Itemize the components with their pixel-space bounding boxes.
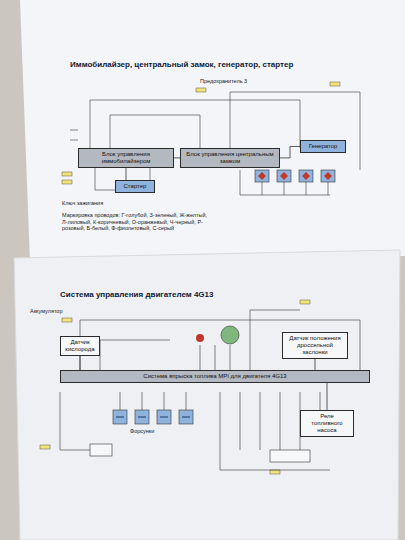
alternator-box: Генератор <box>300 140 346 153</box>
node-text: Реле топливного насоса <box>304 413 350 434</box>
section-title: Система управления двигателем 4G13 <box>60 290 280 300</box>
wire-connector <box>126 168 127 180</box>
battery-label: Аккумулятор <box>30 308 80 315</box>
wire-connector <box>80 356 81 370</box>
upper-sheet <box>20 0 405 262</box>
ecu-bar: Система впрыска топлива MPI для двигател… <box>60 370 370 383</box>
fuse-label: Предохранитель 3 <box>200 78 260 85</box>
door-actuators <box>255 170 335 182</box>
control-unit-bar: Блок управления иммобилайзером <box>78 148 174 168</box>
injector-label: Форсунки <box>130 428 180 435</box>
connector-tags <box>40 82 340 474</box>
upper-wires <box>70 92 360 195</box>
wire-connector <box>280 146 300 157</box>
sensor-box: Датчик положения дроссельной заслонки <box>282 332 348 359</box>
starter-box: Стартер <box>115 180 155 193</box>
sensor-box: Датчик кислорода <box>60 336 100 356</box>
lower-sheet <box>14 250 400 540</box>
wire-connector <box>315 359 316 370</box>
engine-wires <box>60 310 360 470</box>
switch-label: Ключ зажигания <box>62 200 112 207</box>
wire-color-key: Маркировка проводов: Г-голубой, З-зелены… <box>62 212 212 232</box>
node-text: Генератор <box>304 143 342 150</box>
wire-connector <box>327 383 328 410</box>
sensors <box>90 326 310 462</box>
node-text: Датчик кислорода <box>64 339 96 353</box>
page-title: Иммобилайзер, центральный замок, генерат… <box>70 60 330 70</box>
node-text: Датчик положения дроссельной заслонки <box>286 335 344 356</box>
node-text: Блок управления иммобилайзером <box>82 151 170 165</box>
node-text: Система впрыска топлива MPI для двигател… <box>64 373 366 380</box>
relay-box: Реле топливного насоса <box>300 410 354 437</box>
injectors <box>113 410 193 424</box>
control-unit-bar: Блок управления центральным замком <box>180 148 280 168</box>
node-text: Блок управления центральным замком <box>184 151 276 165</box>
node-text: Стартер <box>119 183 151 190</box>
